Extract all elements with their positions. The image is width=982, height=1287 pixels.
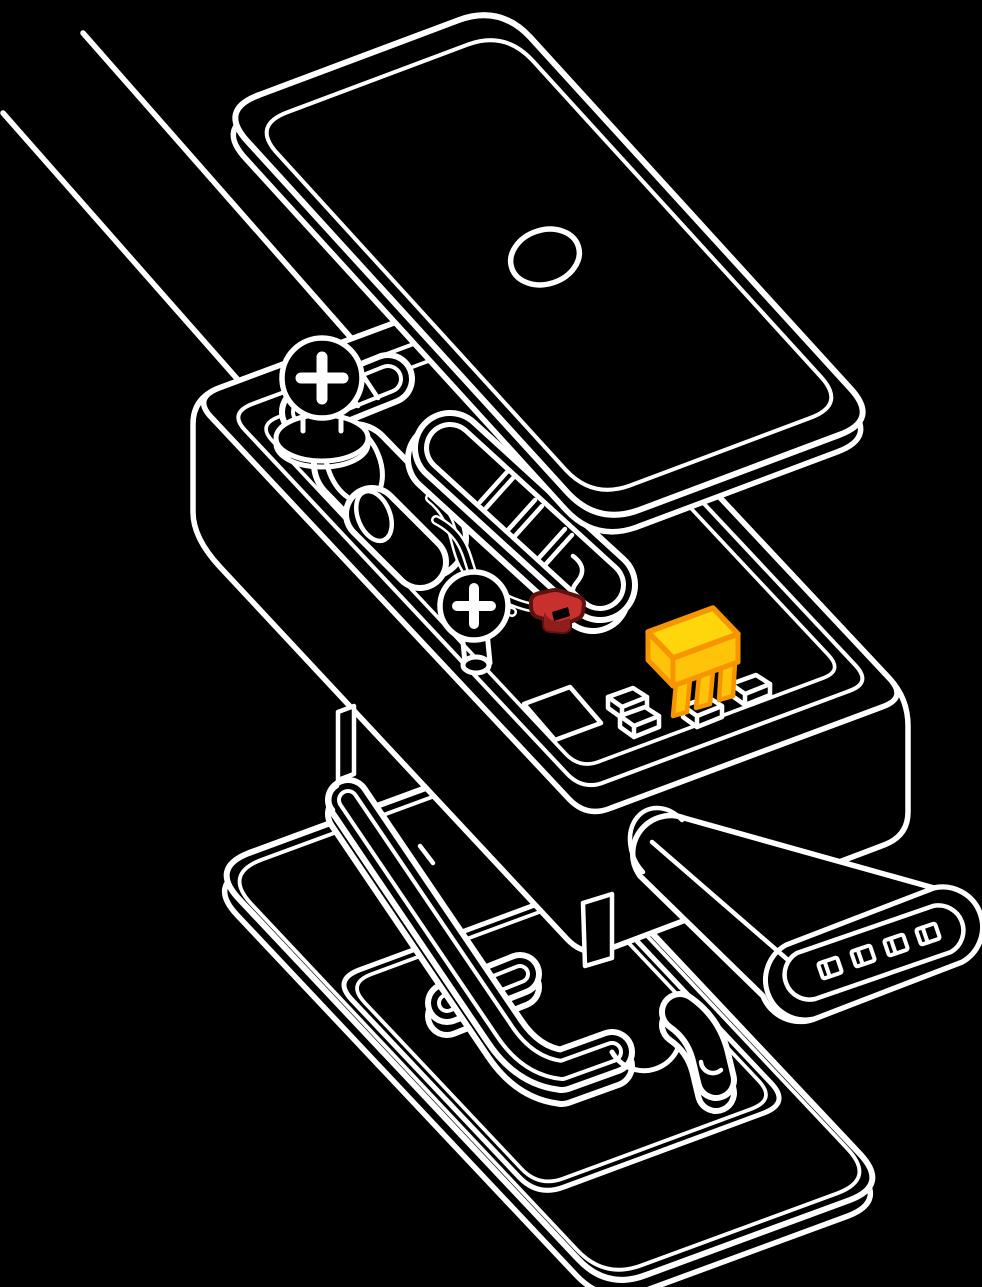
connector-legs xyxy=(670,660,738,719)
connector-top-face xyxy=(645,605,741,661)
motor-weight-cap xyxy=(354,488,394,544)
strap-keeper: Slotted strap keeper bar xyxy=(405,410,638,634)
phillips-cross-icon xyxy=(452,583,496,629)
keepout-pad xyxy=(521,684,604,743)
jumper-connector: Jumper connector (highlighted) xyxy=(645,605,741,719)
screw-rear: Rear screw xyxy=(273,335,371,470)
body-side-tab xyxy=(335,703,357,783)
phillips-cross-icon xyxy=(295,351,349,405)
screw-front: Front screw xyxy=(437,569,511,676)
plug-inner-rim xyxy=(782,903,966,1002)
keeper-slots xyxy=(477,469,575,568)
top-cover-outline xyxy=(232,12,866,518)
usb-c-plug: USB-C plug xyxy=(627,805,982,1025)
clip-notch xyxy=(552,607,570,621)
body-front-foot xyxy=(580,891,615,969)
top-cover: Top cover xyxy=(230,12,866,535)
strap-band: Strap band xyxy=(0,30,355,384)
top-cover-inset xyxy=(264,38,834,492)
plug-pins xyxy=(816,921,942,981)
plug-cap-seam xyxy=(627,805,685,875)
retention-clip: Retention clip (highlighted) xyxy=(529,588,586,634)
pad-box xyxy=(617,704,662,740)
sensor-window xyxy=(507,226,583,288)
gasket-frame: Gasket frame xyxy=(325,777,737,1114)
motor-assembly: Vibration motor assembly xyxy=(311,421,563,617)
plug-top-seam xyxy=(649,839,791,963)
